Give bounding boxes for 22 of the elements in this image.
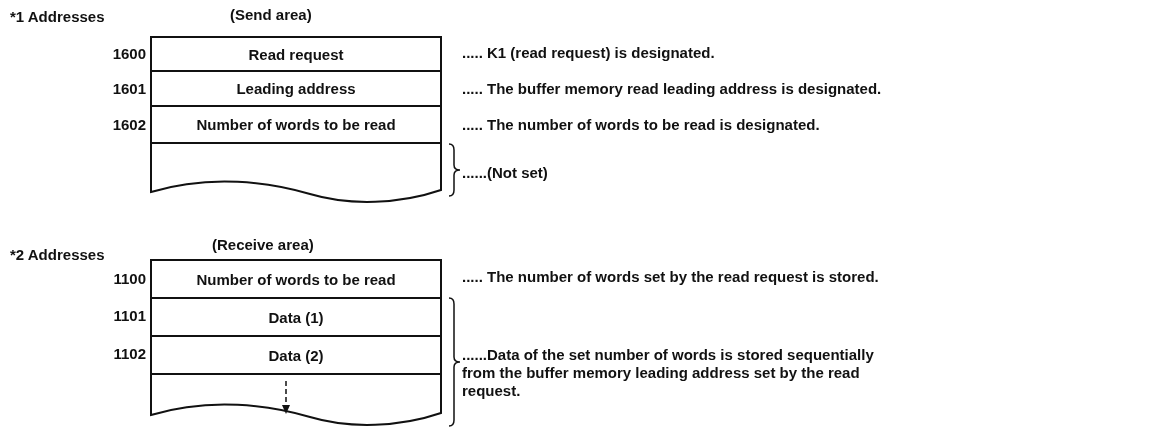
heading: *2 Addresses [10, 246, 105, 263]
description: ..... The buffer memory read leading address is designated. [462, 80, 882, 97]
description: ......(Not set) [462, 164, 548, 181]
address: 1602 [112, 116, 146, 133]
area-title: (Receive area) [212, 236, 314, 253]
area-title: (Send area) [230, 6, 312, 23]
memory-cell: Read request [150, 36, 442, 72]
address: 1100 [113, 270, 146, 287]
description: ......Data of the set number of words is stored sequentially from the buffer memory leading address set by the read request. [462, 346, 874, 399]
open-ended-cell [150, 373, 442, 427]
memory-cell: Leading address [150, 70, 442, 107]
open-ended-cell [150, 142, 442, 204]
description: ..... K1 (read request) is designated. [462, 44, 715, 61]
address: 1601 [112, 80, 146, 97]
address: 1101 [113, 307, 146, 324]
heading: *1 Addresses [10, 8, 105, 25]
description: ..... The number of words to be read is designated. [462, 116, 820, 133]
description: ..... The number of words set by the read request is stored. [462, 268, 879, 285]
address: 1600 [112, 45, 146, 62]
memory-cell: Data (1) [150, 297, 442, 337]
memory-cell: Number of words to be read [150, 259, 442, 299]
address: 1102 [113, 345, 146, 362]
